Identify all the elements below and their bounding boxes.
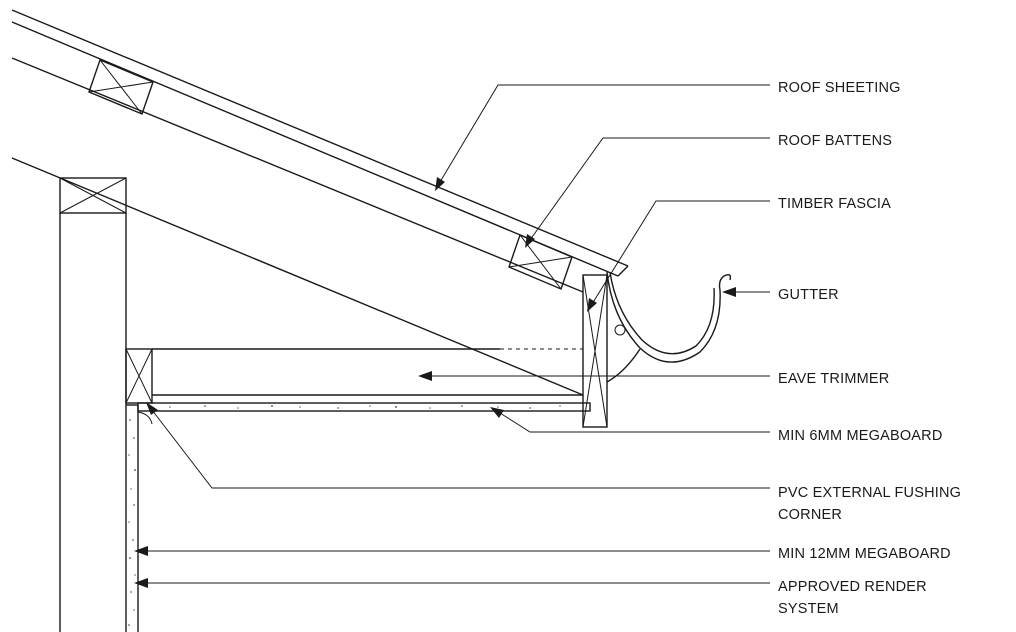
leader-roof-battens <box>525 137 770 248</box>
leader-eave-trimmer <box>418 371 770 381</box>
trimmer-end-block <box>125 348 153 404</box>
roof-sheeting <box>11 9 629 277</box>
label-timber-fascia: TIMBER FASCIA <box>778 196 891 212</box>
label-roof-battens: ROOF BATTENS <box>778 133 892 149</box>
wall-stud <box>59 213 127 632</box>
eave-trimmer <box>152 348 583 396</box>
label-gutter: GUTTER <box>778 287 839 303</box>
label-pvc-corner-line1: PVC EXTERNAL FUSHING <box>778 485 961 501</box>
roof-batten-upper <box>88 59 154 115</box>
leader-render-system <box>134 578 770 588</box>
label-eave-trimmer: EAVE TRIMMER <box>778 371 889 387</box>
leader-6mm-megaboard <box>490 407 770 433</box>
leader-pvc-corner <box>146 402 770 489</box>
min-12mm-megaboard <box>125 404 139 632</box>
leader-12mm-megaboard <box>134 546 770 556</box>
leader-timber-fascia <box>587 200 770 312</box>
label-12mm-megaboard: MIN 12MM MEGABOARD <box>778 546 951 562</box>
label-pvc-corner-line2: CORNER <box>778 507 842 523</box>
min-6mm-megaboard <box>137 402 591 412</box>
timber-fascia <box>582 274 608 428</box>
label-roof-sheeting: ROOF SHEETING <box>778 80 901 96</box>
rafter <box>11 57 584 396</box>
leader-roof-sheeting <box>435 84 770 191</box>
leader-gutter <box>722 287 770 297</box>
label-render-line2: SYSTEM <box>778 601 839 617</box>
gutter <box>606 271 732 383</box>
roof-batten-lower <box>508 234 573 290</box>
wall-top-plate <box>59 177 127 214</box>
pvc-external-corner <box>137 411 153 426</box>
label-render-line1: APPROVED RENDER <box>778 579 927 595</box>
label-6mm-megaboard: MIN 6MM MEGABOARD <box>778 428 943 444</box>
